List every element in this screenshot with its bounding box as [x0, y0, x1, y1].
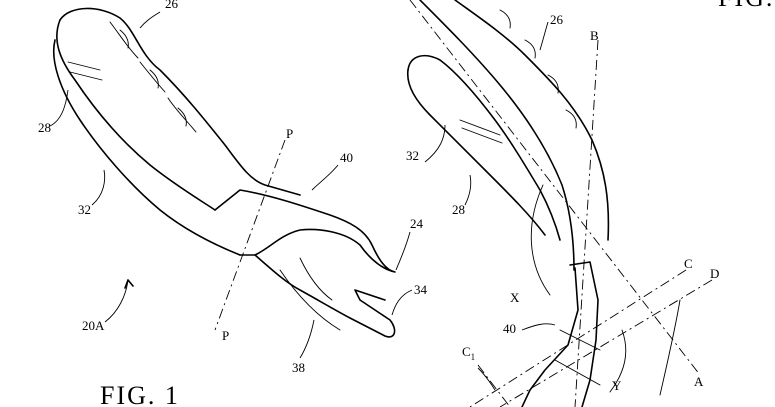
fig1-upper-handle-inner: [56, 19, 216, 211]
fig1-label-38: 38: [292, 360, 305, 375]
fig2-leaders: [424, 21, 556, 391]
fig1-label-40: 40: [340, 150, 353, 165]
fig2-label-b: B: [590, 28, 599, 43]
fig1-label-26: 26: [165, 0, 179, 11]
fig1-lower-beak-detail: [279, 257, 341, 331]
fig1-lower-beak: [254, 254, 396, 338]
leader-34: [391, 289, 413, 316]
fig2-leader-40: [521, 323, 556, 331]
fig1-upper-beak: [214, 189, 396, 273]
fig2-angle-x-arc: [530, 184, 551, 296]
leader-40: [311, 164, 339, 191]
fig2-label-28: 28: [452, 202, 465, 217]
fig2-forceps: [406, 0, 713, 407]
fig2-handle-hatch: [459, 119, 503, 144]
fig2-axis-a: [409, 0, 701, 376]
fig2-lower-handle-outline: [407, 54, 561, 241]
fig2-angle-y-arc: [609, 329, 627, 393]
fig2-label-c: C: [684, 256, 693, 271]
fig1-label-32: 32: [78, 202, 91, 217]
fig1-label-28: 28: [38, 120, 51, 135]
fig2-label-d: D: [710, 266, 719, 281]
leader-24: [395, 231, 411, 271]
fig1-label-p-upper: P: [286, 126, 293, 141]
fig2-grip-bumps: [499, 9, 577, 129]
fig2-axis-c1: [477, 364, 511, 407]
fig2-label-26: 26: [550, 12, 564, 27]
leader-38: [299, 319, 315, 359]
fig1-grip-ridges: [109, 21, 197, 133]
fig1-label-34: 34: [414, 282, 428, 297]
fig2-leader-26: [539, 21, 549, 51]
fig2-label-32: 32: [406, 148, 419, 163]
arrow-20a: [124, 279, 134, 289]
fig2-lower-beak: [521, 267, 579, 407]
fig1-leaders: [49, 11, 413, 359]
leader-28: [49, 89, 69, 127]
fig1-handle-hatch: [67, 61, 103, 81]
fig1-upper-handle-outline: [59, 7, 301, 196]
fig2-leader-c1: [477, 367, 496, 391]
fig2-label-40: 40: [503, 321, 516, 336]
leader-26: [139, 11, 161, 29]
fig2-label-x: X: [510, 290, 520, 305]
fig2-label-c1: C1: [462, 344, 475, 362]
fig2-leader-32: [424, 124, 446, 163]
fig2-axis-d: [499, 279, 713, 407]
fig1-grip-bumps: [119, 29, 187, 127]
fig1-title: FIG. 1: [100, 381, 180, 407]
fig2-upper-beak: [569, 261, 599, 407]
leader-32: [91, 169, 106, 206]
fig2-leader-28: [464, 174, 472, 206]
fig2-upper-handle-inner: [419, 0, 575, 271]
fig2-title: FIG. 2: [718, 0, 775, 12]
fig2-axis-b: [574, 39, 599, 407]
fig1-label-24: 24: [410, 216, 424, 231]
fig1-lower-handle-outline: [52, 39, 241, 256]
fig2-upper-handle-outline: [454, 0, 610, 241]
fig2-beak-detail: [554, 329, 601, 386]
fig1-axis-p: [214, 139, 286, 331]
fig1-label-p-lower: P: [222, 328, 229, 343]
leader-20a: [104, 279, 129, 323]
fig2-label-a: A: [694, 374, 704, 389]
fig1-label-20a: 20A: [82, 318, 105, 333]
fig2-label-y: Y: [612, 378, 622, 393]
fig2-angle-arc-right: [659, 299, 681, 396]
fig2-lower-handle-inner: [406, 69, 546, 236]
fig2-axis-c: [469, 269, 687, 407]
fig1-forceps: [52, 7, 396, 338]
